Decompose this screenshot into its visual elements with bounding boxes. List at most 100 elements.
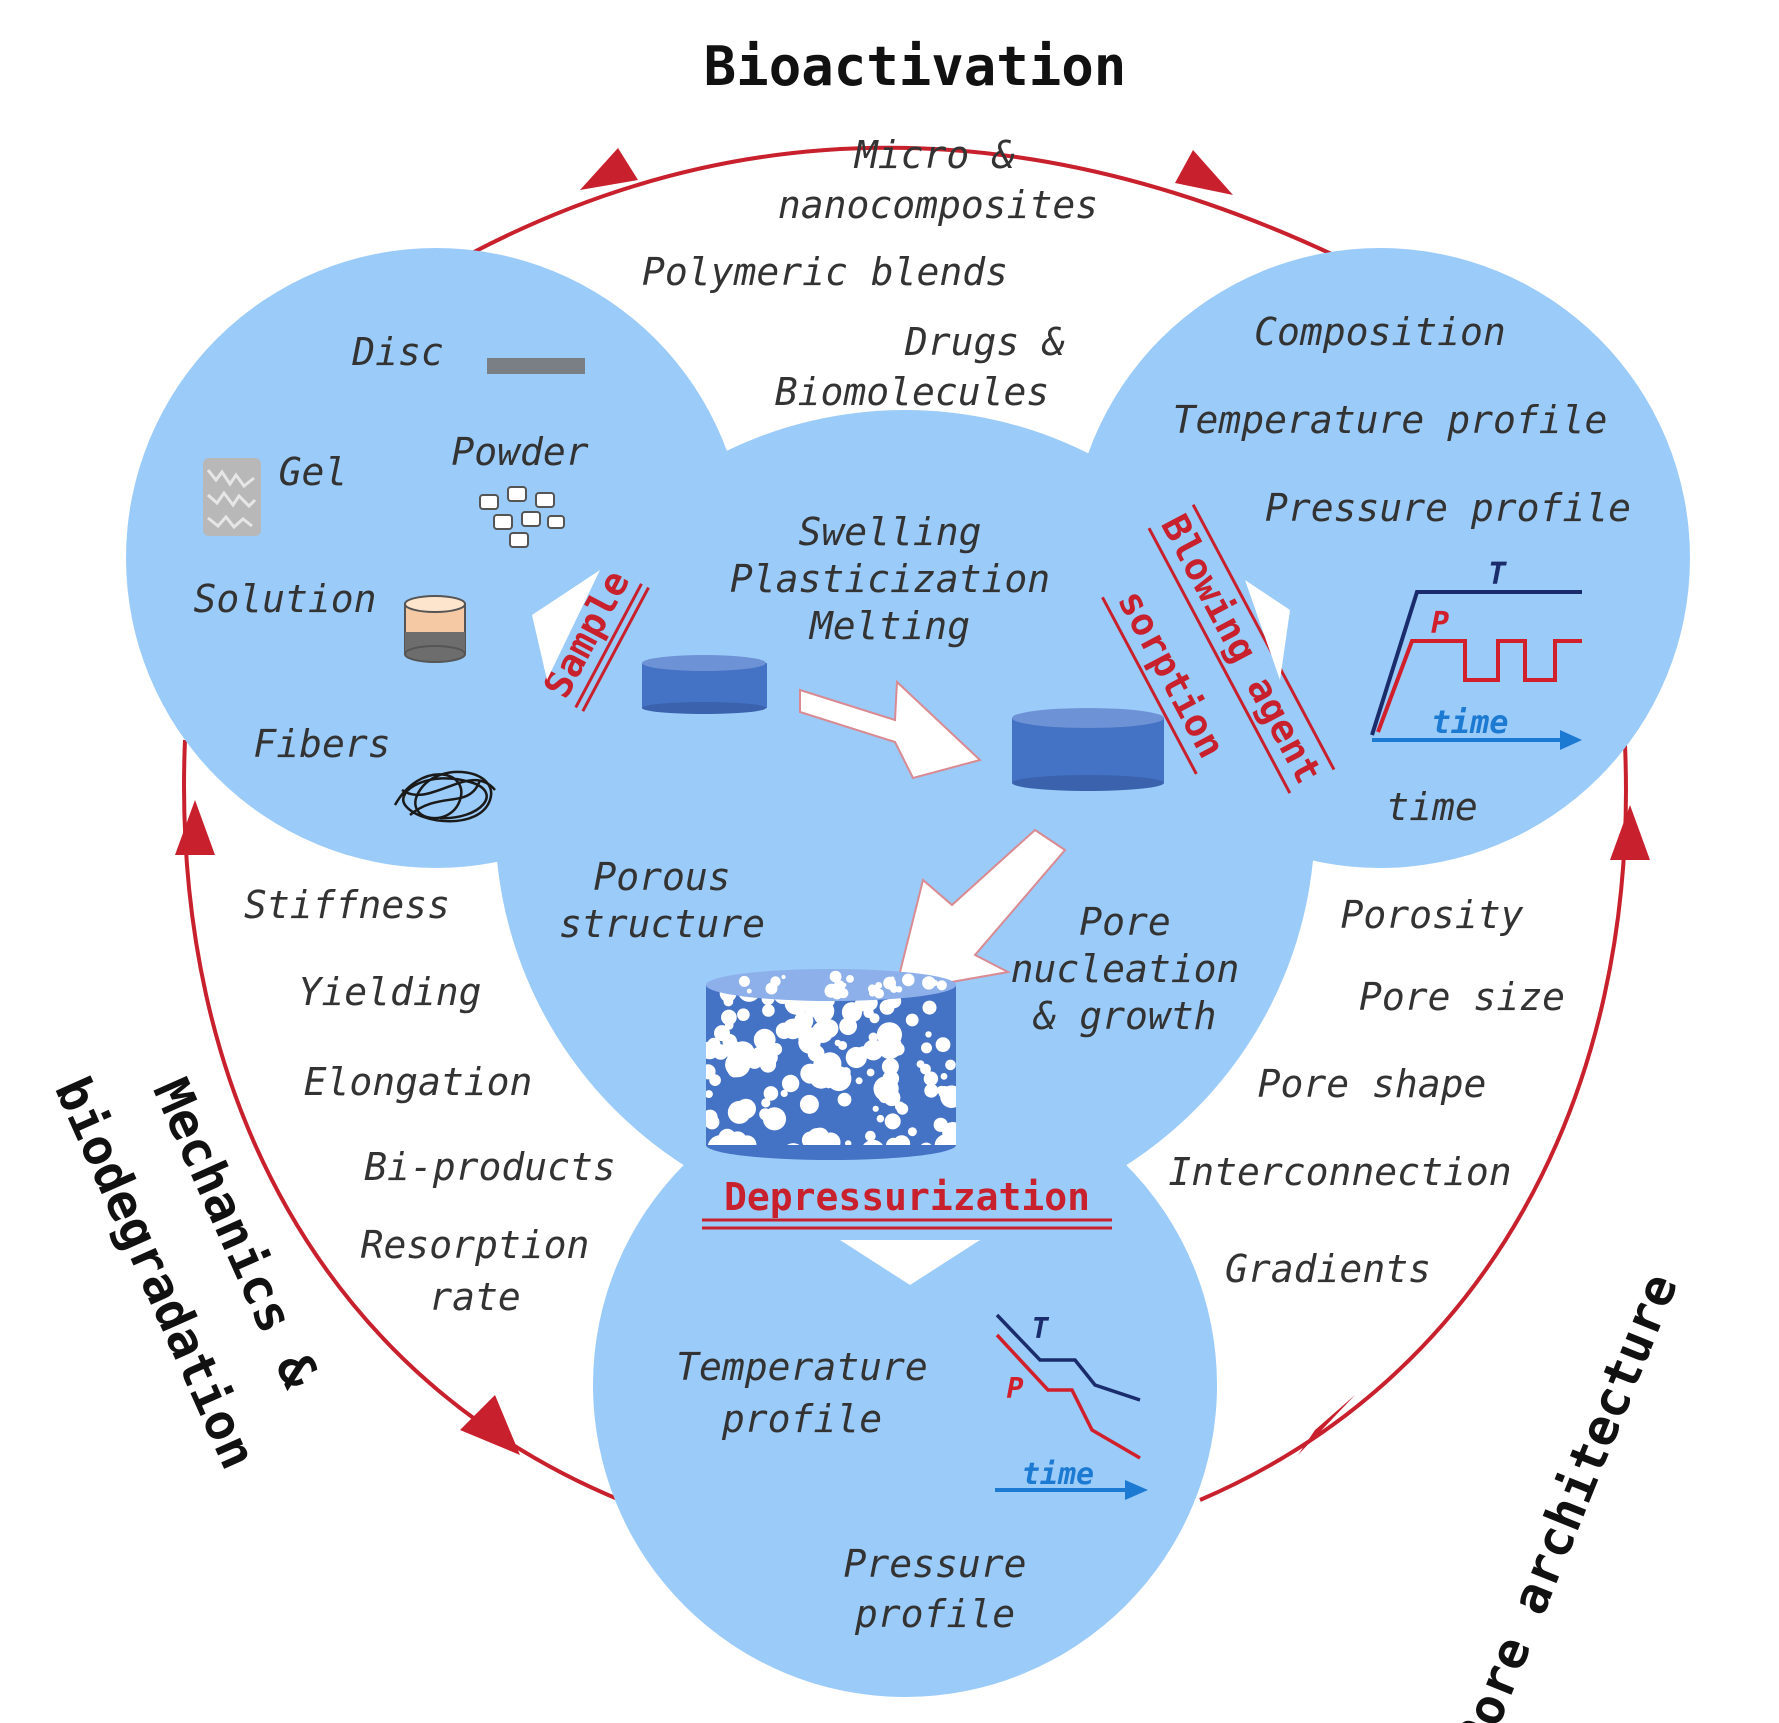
item-drugs: Drugs &	[904, 320, 1065, 364]
foam-bubble	[921, 1042, 932, 1054]
pt-chart-sorption: T P time	[1370, 557, 1582, 750]
arrowhead-top-left	[580, 148, 638, 190]
foam-bubble	[923, 1071, 939, 1086]
label-pore: Pore	[1079, 900, 1171, 944]
process-arrow-right	[799, 679, 982, 780]
foam-top-bubble	[883, 976, 896, 990]
arrowhead-right-up	[1610, 805, 1650, 860]
arch-porosity: Porosity	[1340, 893, 1523, 937]
foam-top-bubble	[738, 975, 750, 987]
foam-bubble	[839, 1017, 857, 1036]
chart-label-P: P	[1431, 606, 1449, 641]
foam-bubble	[811, 1021, 834, 1043]
foam-bubble	[942, 1122, 956, 1143]
foam-bubble	[886, 1137, 901, 1145]
foam-bubble	[863, 1139, 883, 1145]
pointer-to-sample-forms	[532, 570, 600, 680]
foam-bubble	[834, 1039, 841, 1047]
foam-bubble	[866, 1068, 875, 1077]
depress-temperature-curve	[995, 1313, 1141, 1402]
foam-bubble	[937, 1085, 946, 1095]
item-biomolecules: Biomolecules	[775, 370, 1050, 414]
foam-bubble	[845, 1140, 852, 1145]
form-fibers: Fibers	[253, 722, 390, 766]
foam-bubble	[940, 1073, 948, 1080]
arrowhead-left-down	[460, 1395, 520, 1455]
foam-bubble	[862, 1039, 884, 1061]
foam-bubble	[916, 1060, 925, 1068]
depress-time-arrowhead	[1125, 1480, 1148, 1500]
depress-chart-T: T	[1032, 1312, 1050, 1345]
prop-yielding: Yielding	[298, 970, 481, 1014]
foam-bubble	[882, 1070, 900, 1087]
item-polymeric-blends: Polymeric blends	[642, 250, 1008, 294]
foam-bubble	[814, 1008, 830, 1025]
foam-bubble	[841, 1002, 863, 1023]
foam-bubble	[762, 1004, 775, 1017]
cond-pressure-profile: Pressure profile	[1265, 486, 1631, 530]
foam-bubble	[855, 1077, 863, 1085]
foam-bubble	[907, 1127, 917, 1137]
foam-bubble	[920, 1142, 932, 1145]
chart-label-T: T	[1488, 557, 1507, 592]
cond-temperature-profile: Temperature profile	[1173, 398, 1608, 442]
foam-bubble	[706, 1114, 720, 1130]
arch-pore-size: Pore size	[1359, 975, 1565, 1019]
step-swelling: Swelling	[798, 510, 981, 554]
depress-pressure-profile: profile	[854, 1592, 1015, 1636]
foam-bubble	[726, 1045, 734, 1053]
foam-bubble	[775, 1022, 793, 1039]
foam-bubble	[787, 1143, 800, 1145]
prop-resorption: Resorption	[361, 1223, 590, 1267]
gel-icon	[203, 458, 261, 536]
foam-bubble	[799, 1094, 819, 1114]
pointer-to-depressurization	[840, 1240, 980, 1285]
form-gel: Gel	[279, 450, 348, 494]
depress-temperature-profile: profile	[721, 1397, 882, 1441]
foam-bubble	[763, 1086, 779, 1101]
foam-top-bubble	[869, 989, 876, 997]
label-pore-architecture: Pore architecture	[1443, 1266, 1688, 1723]
arch-interconnection: Interconnection	[1168, 1150, 1511, 1194]
label-nucleation: nucleation	[1011, 947, 1240, 991]
foam-bubble	[753, 1028, 776, 1051]
prop-rate: rate	[429, 1275, 521, 1319]
time-axis-arrowhead	[1560, 730, 1582, 750]
foam-bubble	[706, 1090, 713, 1099]
foam-bubble	[947, 1096, 956, 1106]
step-melting: Melting	[808, 604, 970, 648]
foam-top-bubble	[824, 984, 838, 998]
depress-chart-P: P	[1007, 1372, 1024, 1405]
foam-top-bubble	[829, 970, 842, 983]
label-depressurization: Depressurization	[724, 1175, 1090, 1219]
cond-time: time	[1386, 785, 1478, 829]
foam-bubble	[868, 1032, 878, 1042]
foam-bubble	[925, 1031, 932, 1038]
foam-bubble	[801, 1131, 820, 1145]
arrowhead-top-right	[1175, 150, 1233, 195]
foam-bubble	[723, 996, 734, 1007]
foam-bubble	[727, 1100, 751, 1124]
pointer-to-conditions	[1245, 580, 1290, 680]
foam-bubble	[721, 1009, 737, 1026]
foam-top-bubble	[931, 979, 938, 987]
foam-bubble	[837, 1092, 852, 1107]
foam-cylinder	[706, 969, 956, 1160]
form-powder: Powder	[451, 430, 588, 474]
foam-bubble	[924, 1083, 939, 1098]
foam-bubble	[731, 1041, 740, 1050]
label-growth: & growth	[1032, 994, 1216, 1038]
prop-bi-products: Bi-products	[364, 1145, 616, 1189]
foam-bubble	[713, 1044, 729, 1060]
arch-gradients: Gradients	[1225, 1247, 1431, 1291]
foam-bubble	[737, 1008, 750, 1021]
depress-pressure-curve	[995, 1333, 1141, 1460]
depress-pressure: Pressure	[843, 1542, 1026, 1586]
foam-bubble	[738, 1135, 757, 1145]
foam-bubble	[884, 1113, 901, 1130]
label-porous: Porous	[593, 855, 730, 899]
foam-bubble	[922, 1000, 937, 1015]
foam-top-bubble	[746, 988, 752, 994]
